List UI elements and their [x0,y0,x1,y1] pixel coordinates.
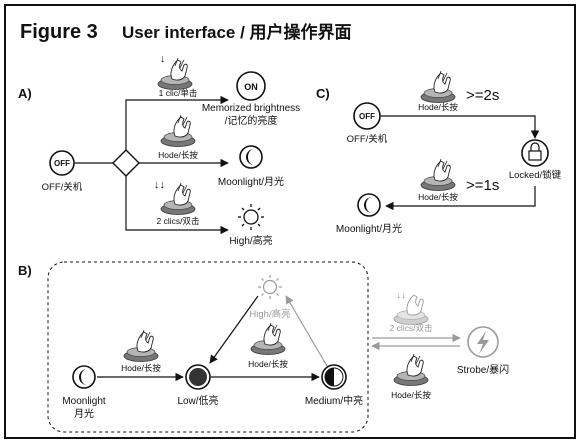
svg-text:ON: ON [244,82,258,92]
c-condition-bottom: >=1s [466,177,499,194]
a-branch-single-click [125,95,229,150]
b-hold-strobe-label: Hode/长按 [391,390,431,400]
c-moonlight-label: Moonlight/月光 [336,222,402,235]
a-branch-double-click [125,176,229,235]
power-off-icon: OFF [49,150,75,176]
c-hold-top-label: Hode/长按 [418,102,458,112]
press-hand-icon [250,322,286,355]
a-memorized-cn-label: /记忆的亮度 [225,114,278,127]
single-arrow-icon: ↓ [160,53,166,65]
moon-icon [239,145,263,169]
a-hold-label: Hode/长按 [158,150,198,160]
b-hold-left-label: Hode/长按 [121,363,161,373]
a-moonlight-label: Moonlight/月光 [218,175,284,188]
power-on-icon: ON [236,71,266,101]
c-arrow-to-moonlight [385,186,536,211]
b-moonlight-label: Moonlight [62,396,106,407]
c-locked-label: Locked/锁键 [509,169,562,181]
svg-text:OFF: OFF [359,112,375,121]
a-double-click-label: 2 clics/双击 [157,216,200,226]
a-decision-diamond [112,149,140,177]
b-arrow-high-to-low [209,295,259,364]
press-hand-icon [123,329,159,362]
moon-icon [357,193,381,217]
b-double-click-label: 2 clics/双击 [390,323,433,333]
double-arrow-icon: ↓↓ [154,179,165,191]
sun-icon [238,204,264,230]
section-c-label: C) [316,86,330,101]
b-low-label: Low/低亮 [177,394,218,407]
b-strobe-label: Strobe/暴闪 [457,363,509,376]
press-hand-icon [393,353,429,386]
b-high-label: High/高亮 [249,308,290,320]
press-hand-icon [420,70,456,103]
sun-icon [258,275,282,299]
double-arrow-icon: ↓↓ [396,290,406,301]
press-hand-icon [160,114,196,147]
svg-text:OFF: OFF [54,159,70,168]
c-condition-top: >=2s [466,87,499,104]
press-hand-icon [420,158,456,191]
b-medium-label: Medium/中亮 [305,394,363,407]
power-off-icon: OFF [353,102,381,130]
b-arrow-medium-to-high [285,295,328,367]
a-single-click-label: 1 clic/单击 [159,88,198,98]
b-dashed-group [47,261,369,433]
section-a-label: A) [18,86,32,101]
filled-circle-icon [185,364,211,390]
section-b-label: B) [18,263,32,278]
lightning-icon [467,326,499,358]
lock-icon [521,139,549,167]
figure-frame [4,4,576,439]
b-hold-mid-label: Hode/长按 [248,359,288,369]
moon-icon [72,365,96,389]
press-hand-icon [160,182,196,215]
a-high-label: High/高亮 [229,234,272,247]
a-memorized-label: Memorized brightness [202,103,300,114]
a-off-label: OFF/关机 [42,181,83,193]
b-moonlight-cn-label: 月光 [74,407,94,420]
half-circle-icon [321,364,347,390]
c-hold-bottom-label: Hode/长按 [418,192,458,202]
figure-number: Figure 3 [20,21,98,43]
c-arrow-to-locked [381,115,540,139]
figure-title: User interface / 用户操作界面 [122,22,352,42]
c-off-label: OFF/关机 [347,133,388,145]
